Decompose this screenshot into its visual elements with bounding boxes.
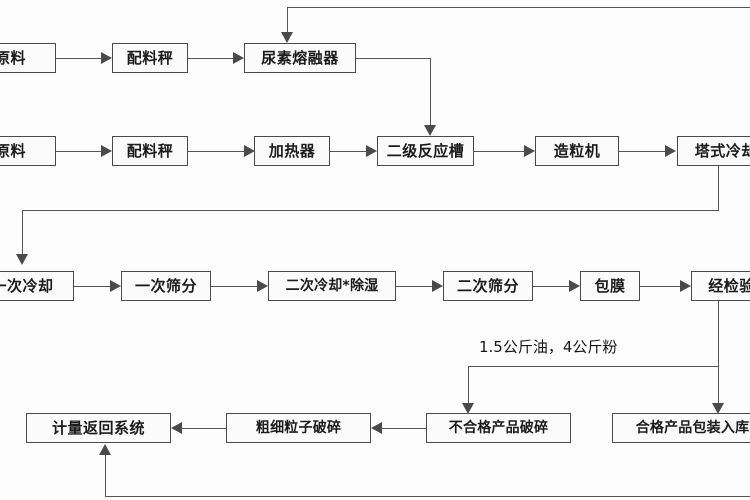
edge-urea-melter-out-vertical [430,58,431,125]
node-label: 合格产品包装入库 [635,420,750,436]
node-label: 二次冷却*除湿 [285,278,379,294]
node-batching-scale-1: 配料秤 [112,43,188,73]
node-label: 一次冷却 [0,276,54,295]
edge-inspection-down [718,301,719,405]
arrowhead-into-reject-product-crushing [462,403,474,414]
edge-second-screening-to-coating [533,286,571,287]
edge-reactor-to-granulator [474,151,526,152]
node-second-screening: 二次筛分 [443,271,533,301]
node-label: 不合格产品破碎 [448,420,549,436]
edge-second-cooling-to-second-screening [396,286,434,287]
arrowhead-second-screening-to-coating [569,280,580,292]
edge-branch-down-to-reject [468,366,469,405]
arrowhead-heater-to-reactor [366,145,377,157]
arrowhead-coating-to-inspection [680,280,691,292]
edge-coarse-fine-to-metering-return [182,428,226,429]
arrowhead-scale2-to-heater [244,145,255,157]
arrowhead-into-metering-return-system [171,422,182,434]
arrowhead-into-coarse-fine-crushing [371,422,382,434]
arrowhead-reactor-to-granulator [524,145,535,157]
edge-top-return-horizontal [287,7,750,8]
edge-scale2-to-heater [188,151,246,152]
edge-granulator-to-tower-cooler [619,151,667,152]
node-batching-scale-2: 配料秤 [112,136,188,166]
node-coating: 包膜 [580,271,640,301]
edge-raw1-to-scale1 [56,58,103,59]
edge-raw2-to-scale2 [56,151,103,152]
node-label: 配料秤 [126,48,174,67]
node-label: 包膜 [594,276,626,295]
node-label: 经检验 [708,276,750,295]
node-reject-product-crushing: 不合格产品破碎 [426,413,571,443]
node-qualified-packaging: 合格产品包装入库 [612,413,750,443]
arrowhead-scale1-to-urea-melter [233,52,244,64]
edge-top-return-vertical [287,7,288,32]
node-label: 配料秤 [126,141,174,160]
arrowhead-bottom-return-into-metering-system [99,444,111,455]
edge-first-screening-to-second-cooling [211,286,259,287]
node-label: 二级反应槽 [386,141,465,160]
arrowhead-top-return-into-urea-melter [281,32,293,43]
node-raw-material-2: 原料 [0,136,56,166]
edge-coating-to-inspection [640,286,682,287]
node-inspection: 经检验 [691,271,750,301]
node-label: 二次筛分 [456,276,519,295]
node-label: 原料 [0,48,26,67]
edge-tower-cooler-down [718,166,719,210]
arrowhead-into-first-cooling [16,254,28,265]
edge-tower-cooler-to-first-cooling-horizontal [22,210,719,211]
node-label: 粗细粒子破碎 [255,420,342,436]
edge-heater-to-reactor [330,151,368,152]
arrowhead-first-cooling-to-first-screening [110,280,121,292]
node-label: 加热器 [268,141,316,160]
edge-bottom-return-horizontal [105,496,750,497]
node-second-cooling-dehumid: 二次冷却*除湿 [268,271,396,301]
edge-scale1-to-urea-melter [188,58,235,59]
edge-urea-melter-out-horizontal [356,58,430,59]
arrowhead-inspection-into-qualified-packaging [712,403,724,414]
edge-first-cooling-to-first-screening [74,286,112,287]
arrowhead-raw2-to-scale2 [101,145,112,157]
node-label: 原料 [0,141,26,160]
node-first-cooling: 一次冷却 [0,271,74,301]
arrowhead-granulator-to-tower-cooler [665,145,676,157]
annotation-oil-powder-note: 1.5公斤油，4公斤粉 [479,336,617,357]
node-label: 塔式冷却器 [694,141,750,160]
node-second-stage-reactor: 二级反应槽 [377,136,474,166]
node-first-screening: 一次筛分 [121,271,211,301]
edge-bottom-return-vertical [105,455,106,496]
node-urea-melter: 尿素熔融器 [244,43,356,73]
arrowhead-second-cooling-to-second-screening [432,280,443,292]
node-granulator: 造粒机 [535,136,619,166]
edge-branch-horizontal-to-reject [468,366,719,367]
arrowhead-first-screening-to-second-cooling [257,280,268,292]
node-label: 尿素熔融器 [261,48,339,67]
node-tower-cooler: 塔式冷却器 [677,136,750,166]
edge-into-first-cooling-vertical [22,210,23,254]
annotation-text: 1.5公斤油，4公斤粉 [479,338,618,356]
node-metering-return-system: 计量返回系统 [26,413,171,443]
node-label: 计量返回系统 [51,418,145,437]
node-label: 一次筛分 [134,276,197,295]
node-coarse-fine-crushing: 粗细粒子破碎 [226,413,371,443]
edge-reject-crushing-to-coarse-fine [382,428,426,429]
node-raw-material-1: 原料 [0,43,56,73]
node-label: 造粒机 [553,141,601,160]
arrowhead-raw1-to-scale1 [101,52,112,64]
arrowhead-urea-melter-into-reactor [424,125,436,136]
node-heater: 加热器 [254,136,330,166]
